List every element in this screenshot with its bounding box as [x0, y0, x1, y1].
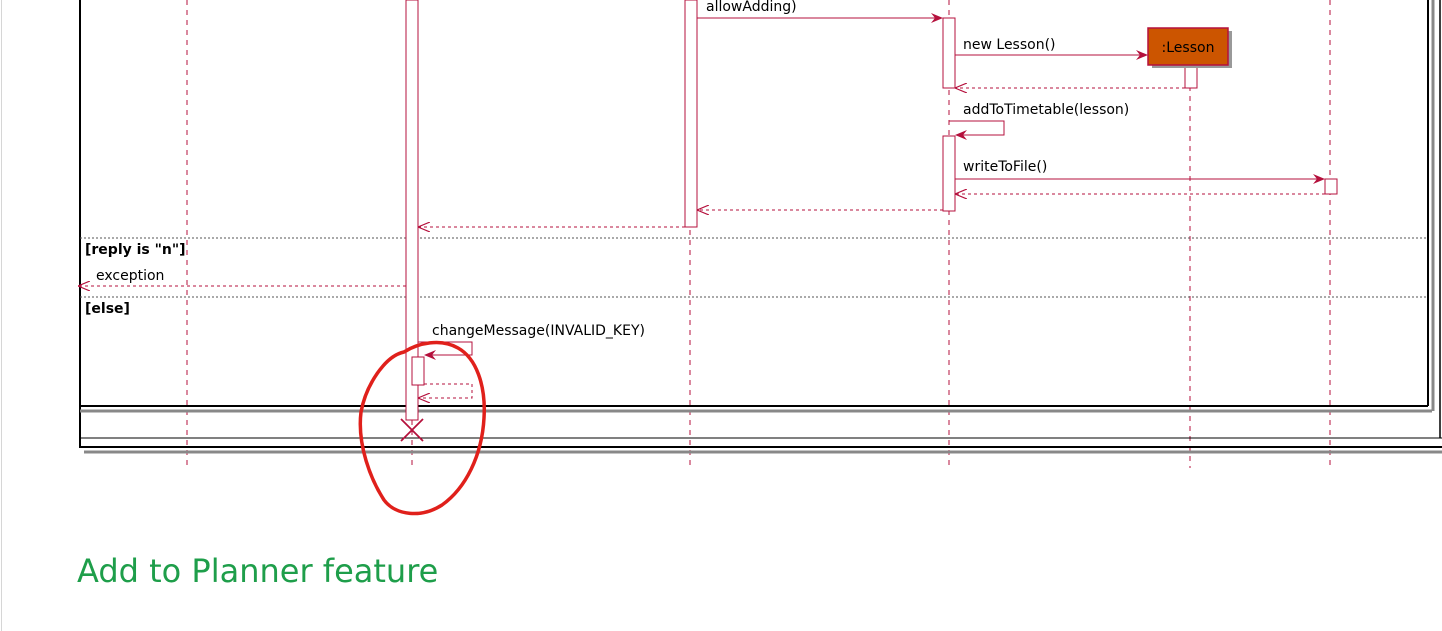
messages: [79, 13, 1325, 398]
frame-outer: [79, 0, 1442, 454]
activations: [405, 0, 1338, 421]
activation-3: [684, 0, 698, 228]
destroy-x-icon: [400, 418, 424, 442]
participant-lesson: :Lesson: [1147, 27, 1232, 68]
frame-inner: [80, 0, 1441, 438]
participant-lesson-label: :Lesson: [1162, 40, 1215, 56]
activation-2-main: [405, 0, 419, 421]
alt-separators: [80, 237, 1428, 298]
msg-write-to-file-label: writeToFile(): [963, 159, 1047, 175]
lifelines: [186, 0, 1331, 468]
activation-2-nested: [411, 356, 425, 386]
activation-6: [1324, 178, 1338, 195]
guard-else: [else]: [85, 301, 130, 317]
msg-change-message-label: changeMessage(INVALID_KEY): [432, 323, 645, 339]
activation-4-b: [942, 135, 956, 212]
annotation-circle: [358, 340, 486, 516]
msg-change-message-return-arrow: [419, 383, 473, 398]
msg-add-to-timetable-label: addToTimetable(lesson): [963, 102, 1129, 118]
msg-add-to-timetable-arrow: [949, 120, 1005, 140]
msg-exception-label: exception: [96, 268, 164, 284]
msg-allow-adding-label: allowAdding): [706, 0, 797, 15]
msg-new-lesson-label: new Lesson(): [963, 37, 1056, 53]
activation-4-a: [942, 17, 956, 89]
section-heading: Add to Planner feature: [77, 552, 439, 590]
activation-lesson: [1184, 66, 1198, 89]
guard-reply-n: [reply is "n"]: [85, 242, 186, 258]
